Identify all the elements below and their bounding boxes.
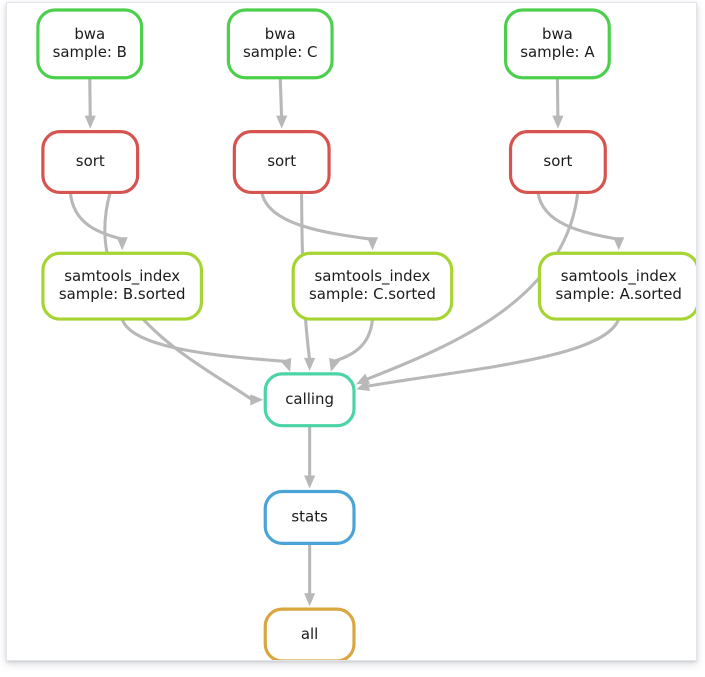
arrowhead-icon (355, 380, 371, 392)
arrowhead-icon (280, 357, 292, 372)
edge-sort_A-to-calling (365, 192, 580, 381)
edge-sort_B-to-si_B (68, 192, 123, 241)
arrowhead-icon (84, 115, 96, 129)
node-outline (232, 130, 331, 195)
node-label: sample: C (243, 43, 318, 61)
node-label: sort (543, 152, 572, 170)
node-label: sample: A (520, 43, 595, 61)
edge-sort_A-to-si_A (536, 192, 619, 241)
node-outline (36, 8, 144, 80)
node-label: sort (76, 152, 105, 170)
edge-layer (68, 77, 625, 607)
edge-si_C-to-calling (333, 318, 374, 363)
arrowhead-icon (366, 237, 379, 251)
node-sort_A[interactable]: sort (508, 130, 607, 195)
node-outline (41, 130, 140, 195)
arrowhead-icon (613, 237, 625, 251)
node-outline (291, 251, 454, 321)
edge-sort_C-to-si_C (260, 192, 373, 241)
arrowhead-icon (329, 357, 340, 372)
edge-sort_B-to-calling (103, 192, 254, 402)
node-outline (537, 251, 696, 321)
node-all[interactable]: all (263, 607, 356, 660)
node-label: sample: B.sorted (59, 285, 186, 303)
node-label: bwa (542, 25, 573, 43)
node-label: sample: A.sorted (556, 285, 682, 303)
node-outline (263, 489, 356, 545)
node-label: samtools_index (64, 267, 180, 285)
arrowhead-icon (304, 475, 316, 489)
node-label: sample: C.sorted (309, 285, 436, 303)
node-label: samtools_index (314, 267, 430, 285)
node-outline (263, 372, 356, 428)
node-outline (41, 251, 204, 321)
arrowhead-icon (304, 593, 316, 607)
node-calling[interactable]: calling (263, 372, 356, 428)
node-label: samtools_index (561, 267, 677, 285)
node-label: stats (291, 507, 328, 525)
arrowhead-icon (276, 115, 288, 129)
edge-bwa_C-to-sort_C (278, 77, 284, 120)
node-label: bwa (265, 25, 296, 43)
node-stats[interactable]: stats (263, 489, 356, 545)
arrowhead-icon (116, 237, 128, 251)
edge-si_B-to-calling (120, 318, 287, 364)
node-outline (263, 607, 356, 660)
edge-si_A-to-calling (366, 318, 621, 388)
arrowhead-icon (304, 357, 316, 371)
node-label: calling (285, 390, 334, 408)
arrowhead-icon (552, 115, 564, 129)
node-sort_C[interactable]: sort (232, 130, 331, 195)
node-label: sample: B (53, 43, 127, 61)
node-sort_B[interactable]: sort (41, 130, 140, 195)
node-outline (503, 8, 611, 80)
arrowhead-icon (250, 394, 264, 406)
node-label: all (301, 625, 318, 643)
node-label: sort (267, 152, 296, 170)
node-outline (226, 8, 334, 80)
node-outline (508, 130, 607, 195)
node-label: bwa (74, 25, 105, 43)
